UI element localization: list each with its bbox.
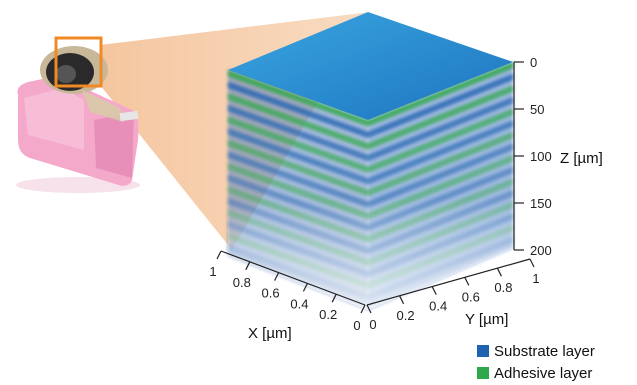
tape-dispenser-illustration — [16, 46, 140, 193]
x-tick-mark — [245, 261, 251, 271]
legend-label-adhesive: Adhesive layer — [494, 364, 593, 382]
y-tick-mark — [529, 258, 535, 268]
y-axis-label: Y [µm] — [465, 311, 508, 328]
z-tick-label: 100 — [530, 149, 552, 164]
y-tick-mark — [496, 267, 502, 277]
z-tick-label: 200 — [530, 243, 552, 258]
x-tick-label: 0.6 — [262, 286, 280, 301]
legend-label-substrate: Substrate layer — [494, 342, 595, 360]
x-tick-mark — [360, 304, 366, 314]
legend-item-substrate: Substrate layer — [477, 340, 635, 362]
legend: Substrate layer Adhesive layer — [477, 340, 635, 384]
y-tick-label: 0.6 — [462, 289, 480, 304]
substrate-swatch — [477, 345, 489, 357]
y-tick-label: 0 — [369, 317, 376, 332]
y-tick-label: 0.4 — [429, 299, 447, 314]
y-tick-label: 0.2 — [397, 308, 415, 323]
x-tick-mark — [216, 250, 222, 260]
y-tick-mark — [464, 277, 470, 286]
z-tick-label: 50 — [530, 102, 544, 117]
z-axis-label: Z [µm] — [560, 150, 603, 167]
y-tick-mark — [399, 295, 405, 305]
x-tick-label: 0.4 — [290, 296, 308, 311]
y-tick-label: 1 — [532, 271, 539, 286]
y-axis: 0 0.2 0.4 0.6 0.8 1 Y [µm] — [366, 258, 540, 332]
x-tick-mark — [331, 293, 337, 303]
x-axis: 1 0.8 0.6 0.4 0.2 0 X [µm] — [209, 250, 366, 342]
adhesive-swatch — [477, 367, 489, 379]
z-tick-label: 150 — [530, 196, 552, 211]
x-axis-label: X [µm] — [248, 325, 292, 342]
x-tick-mark — [302, 283, 308, 292]
y-tick-mark — [431, 286, 437, 295]
y-tick-label: 0.8 — [494, 280, 512, 295]
z-axis: 0 50 100 150 200 Z [µm] — [513, 55, 603, 258]
x-tick-label: 0 — [353, 318, 360, 333]
y-tick-mark — [366, 304, 372, 314]
highlight-box — [54, 36, 103, 88]
z-tick-label: 0 — [530, 55, 537, 70]
volume-cube — [228, 12, 513, 310]
legend-item-adhesive: Adhesive layer — [477, 362, 635, 384]
x-tick-label: 1 — [209, 264, 216, 279]
x-tick-label: 0.8 — [233, 275, 251, 290]
x-tick-mark — [274, 272, 280, 281]
x-tick-label: 0.2 — [319, 307, 337, 322]
cube-top-face — [228, 12, 513, 120]
